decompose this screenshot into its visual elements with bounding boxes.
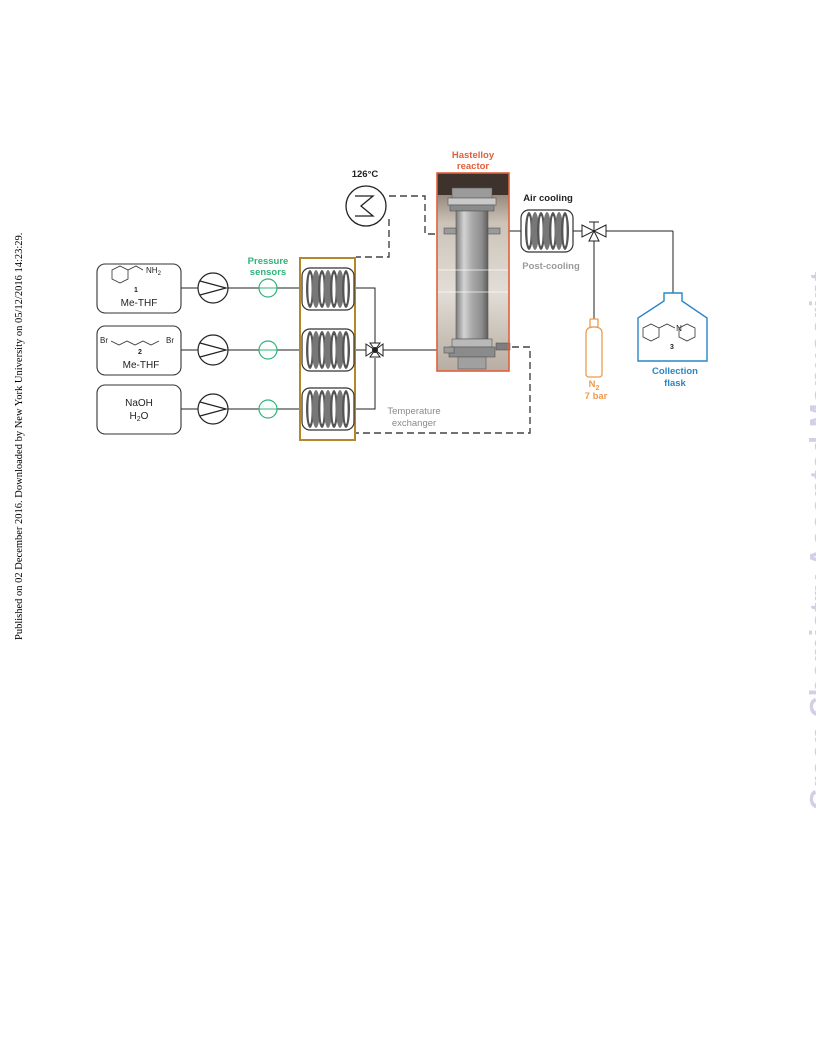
benzylamine-structure bbox=[111, 265, 144, 284]
pump-2 bbox=[197, 334, 229, 366]
reagent-2-number: 2 bbox=[138, 349, 142, 356]
heater-icon bbox=[345, 185, 387, 227]
back-pressure-valve bbox=[581, 221, 607, 242]
heater-temperature: 126°C bbox=[352, 169, 379, 180]
collection-flask: N 3 bbox=[637, 292, 708, 362]
pump-1 bbox=[197, 272, 229, 304]
reagent-3-vessel: NaOH H2O bbox=[96, 384, 182, 435]
reagent-1-group: NH2 bbox=[146, 266, 162, 277]
product-nitrogen-atom: N bbox=[676, 324, 682, 333]
nitrogen-cylinder bbox=[585, 318, 603, 378]
reagent-3-solvent: H2O bbox=[130, 411, 149, 423]
air-cooling-label: Air cooling bbox=[523, 193, 573, 204]
product-number: 3 bbox=[670, 344, 674, 351]
collection-flask-label-2: flask bbox=[664, 378, 686, 389]
heating-loop-lines bbox=[356, 195, 531, 434]
reagent-1-number: 1 bbox=[134, 287, 138, 294]
exchanger-coil-2 bbox=[301, 328, 355, 372]
air-cooling-coil bbox=[520, 209, 574, 253]
hastelloy-reactor bbox=[436, 172, 511, 372]
reagent-1-solvent: Me-THF bbox=[121, 298, 158, 309]
reactor-label-2: reactor bbox=[457, 161, 490, 172]
reagent-1-vessel: NH2 1 Me-THF bbox=[96, 263, 182, 314]
n2-label: N2 bbox=[589, 379, 600, 392]
reagent-2-vessel: Br Br 2 Me-THF bbox=[96, 325, 182, 376]
product-structure bbox=[642, 323, 696, 342]
reactor-label-1: Hastelloy bbox=[452, 150, 495, 161]
mixing-tee bbox=[365, 342, 384, 358]
collection-flask-label-1: Collection bbox=[652, 366, 698, 377]
reagent-2-bromine-left: Br bbox=[100, 336, 108, 345]
post-cooling-label: Post-cooling bbox=[522, 261, 580, 272]
temperature-exchanger-label-2: exchanger bbox=[392, 418, 436, 429]
temperature-exchanger-label-1: Temperature bbox=[387, 406, 440, 417]
reagent-2-solvent: Me-THF bbox=[123, 360, 160, 371]
reagent-2-bromine-right: Br bbox=[166, 336, 174, 345]
reagent-3-base: NaOH bbox=[125, 398, 153, 409]
pressure-sensors-label-2: sensors bbox=[250, 267, 286, 278]
exchanger-coil-1 bbox=[301, 267, 355, 311]
pressure-sensors-label-1: Pressure bbox=[248, 256, 289, 267]
exchanger-coil-3 bbox=[301, 387, 355, 431]
n2-pressure: 7 bar bbox=[585, 391, 608, 402]
pump-3 bbox=[197, 393, 229, 425]
dibromopentane-chain bbox=[110, 340, 160, 346]
